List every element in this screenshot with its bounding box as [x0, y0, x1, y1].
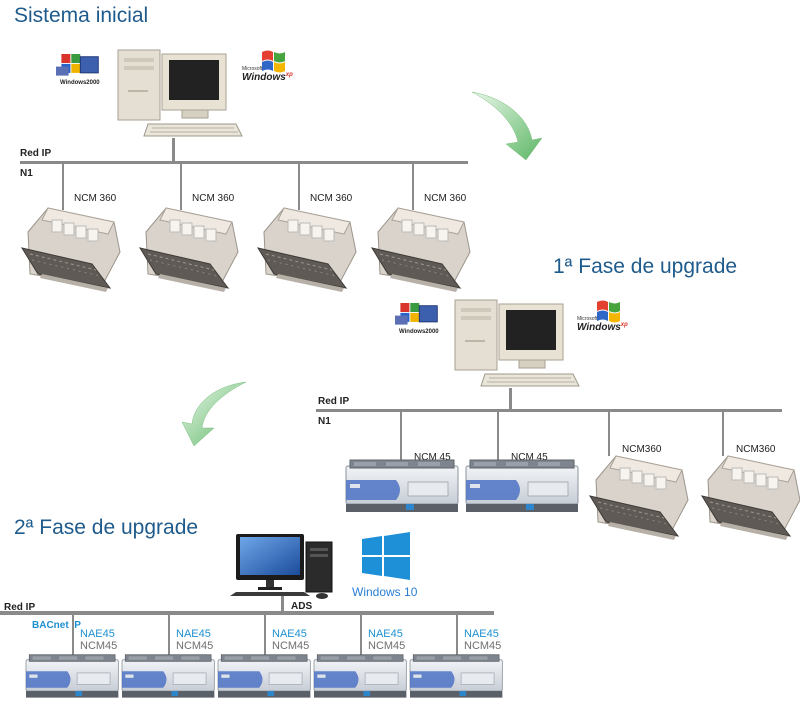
network-label: Red IP [318, 396, 350, 407]
network-line [20, 161, 468, 164]
device-drop-line [264, 614, 266, 658]
nae45-controller [313, 654, 407, 699]
device-label: NCM 360 [310, 193, 353, 204]
windows-2000-logo: Windows2000 [394, 302, 439, 335]
device-drop-line [180, 162, 182, 210]
nae45-controller [121, 654, 215, 699]
windows-xp-logo: Microsoft Windowsxp [242, 50, 293, 83]
device-label-ncm: NCM45 [80, 640, 118, 652]
ncm45-controller [345, 459, 459, 513]
device-label-ncm: NCM45 [464, 640, 502, 652]
network-line [0, 611, 494, 615]
windows-xp-logo: Microsoft Windowsxp [577, 300, 628, 333]
device-label-ncm: NCM45 [272, 640, 310, 652]
ncm360-controller [257, 207, 357, 293]
device-label: NCM 45 [511, 452, 548, 463]
computer-icon [117, 49, 243, 137]
flow-arrow [471, 91, 543, 161]
section2-title: 1ª Fase de upgrade [553, 255, 738, 278]
device-drop-line [62, 162, 64, 210]
svg-text:Windows2000: Windows2000 [399, 329, 439, 335]
device-label: NCM 360 [192, 193, 235, 204]
ncm360-controller [371, 207, 471, 293]
windows-10-label: Windows 10 [352, 585, 418, 599]
flow-arrow [181, 381, 247, 447]
device-label: NCM 360 [424, 193, 467, 204]
device-label-nae: NAE45 [272, 628, 307, 640]
computer-icon [229, 533, 333, 600]
device-drop-line [608, 410, 610, 456]
network-line [316, 409, 782, 412]
device-label-nae: NAE45 [176, 628, 211, 640]
microsoft-brand: Microsoft [242, 66, 263, 72]
device-drop-line [497, 410, 499, 462]
device-label-ncm: NCM45 [368, 640, 406, 652]
svg-text:Windowsxp: Windowsxp [577, 322, 628, 333]
device-drop-line [400, 410, 402, 462]
ncm360-controller [139, 207, 239, 293]
computer-icon [454, 299, 580, 387]
server-label: ADS [291, 601, 313, 612]
device-drop-line [412, 162, 414, 210]
pc-link [281, 596, 284, 614]
device-drop-line [168, 614, 170, 658]
ncm45-controller [465, 459, 579, 513]
device-drop-line [722, 410, 724, 456]
nae45-controller [25, 654, 119, 699]
device-drop-line [72, 614, 74, 658]
ncm360-controller [701, 455, 800, 541]
pc-link [509, 388, 512, 412]
nae45-controller [409, 654, 503, 699]
device-drop-line [360, 614, 362, 658]
bus-label: N1 [20, 168, 33, 179]
device-label-ncm: NCM45 [176, 640, 214, 652]
device-label: NCM 45 [414, 452, 451, 463]
device-label-nae: NAE45 [368, 628, 403, 640]
network-label: Red IP [4, 602, 36, 613]
ncm360-controller [21, 207, 121, 293]
device-label-nae: NAE45 [464, 628, 499, 640]
device-label: NCM360 [736, 444, 776, 455]
network-label: Red IP [20, 148, 52, 159]
bacnet-label: BACnet IP [32, 620, 81, 631]
svg-text:Windows2000: Windows2000 [60, 80, 100, 86]
device-label: NCM 360 [74, 193, 117, 204]
bus-label: N1 [318, 416, 331, 427]
svg-text:Windowsxp: Windowsxp [242, 72, 293, 83]
ncm360-controller [589, 455, 689, 541]
section1-title: Sistema inicial [14, 4, 149, 27]
device-drop-line [298, 162, 300, 210]
pc-link [172, 138, 175, 162]
windows-2000-logo: Windows2000 [55, 53, 100, 86]
section3-title: 2ª Fase de upgrade [14, 516, 199, 539]
device-drop-line [456, 614, 458, 658]
nae45-controller [217, 654, 311, 699]
device-label: NCM360 [622, 444, 662, 455]
microsoft-brand: Microsoft [577, 316, 598, 322]
device-label-nae: NAE45 [80, 628, 115, 640]
windows-10-logo [362, 532, 410, 580]
